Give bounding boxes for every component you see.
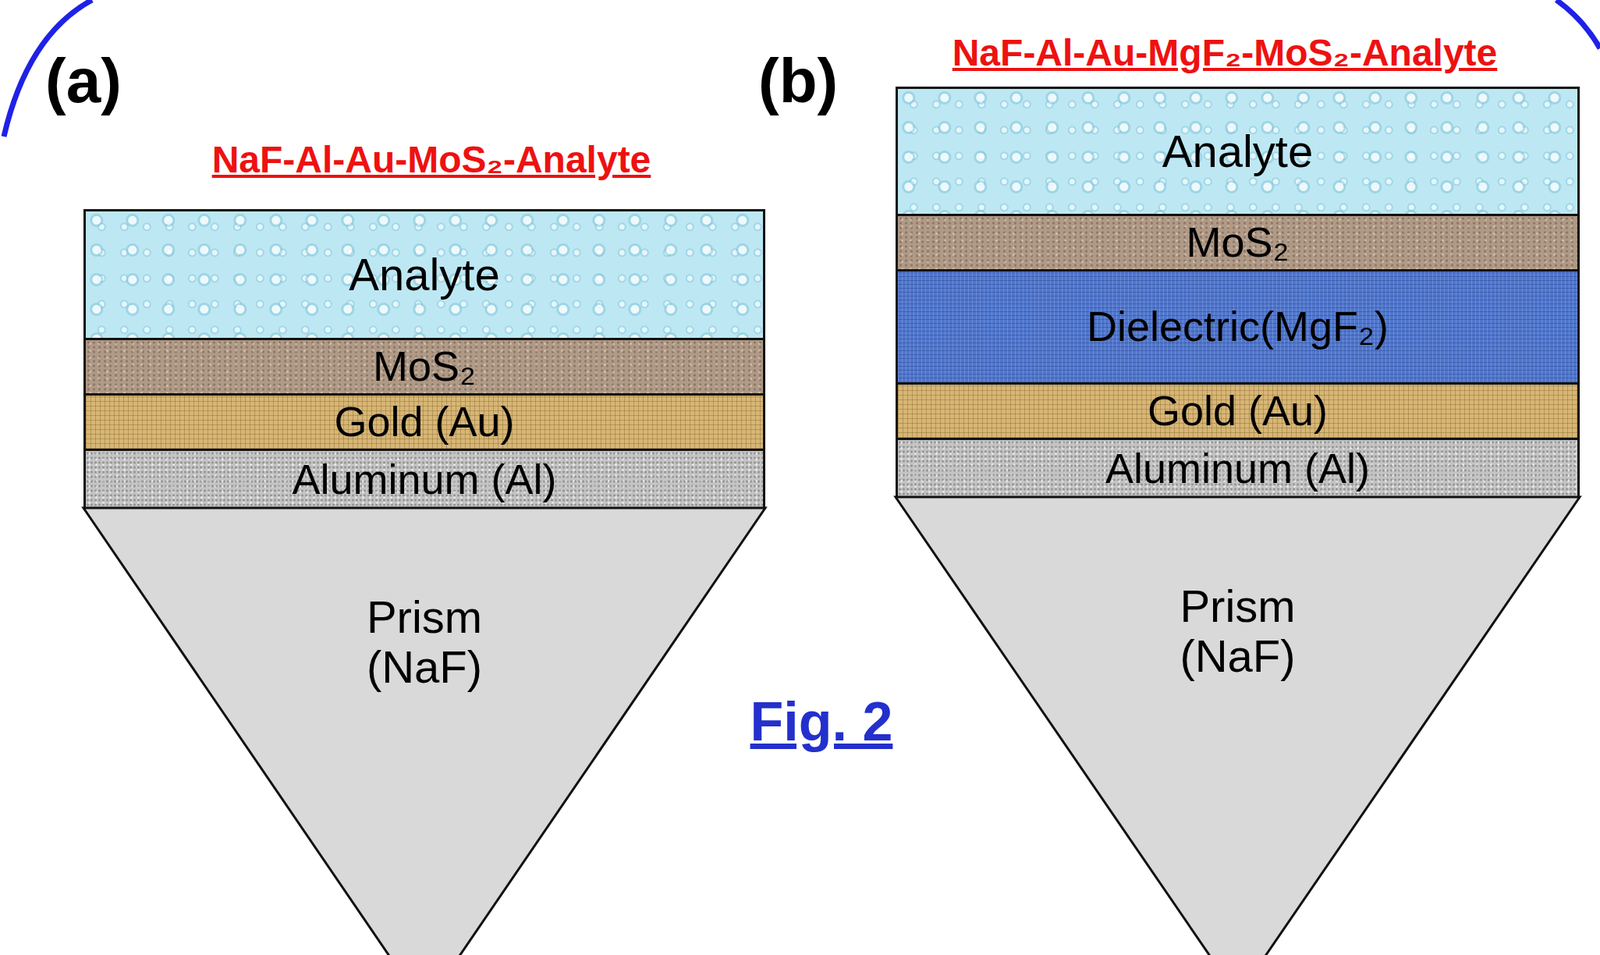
gold-layer: Gold (Au) — [895, 382, 1580, 440]
layer-label: Dielectric(MgF₂) — [1086, 303, 1389, 350]
layer-label: Aluminum (Al) — [291, 456, 557, 503]
panel-label: (a) — [45, 46, 122, 116]
layer-label: Gold (Au) — [333, 398, 515, 445]
layer-label: Aluminum (Al) — [1105, 445, 1370, 492]
panel-title: NaF-Al-Au-MgF₂-MoS₂-Analyte — [952, 32, 1498, 75]
layer-label: Gold (Au) — [1147, 387, 1328, 434]
dielectric-layer: Dielectric(MgF₂) — [895, 269, 1580, 385]
layer-label: MoS₂ — [372, 343, 476, 390]
prism-outline — [83, 507, 766, 955]
analyte-layer: Analyte — [83, 209, 766, 341]
prism: Prism (NaF) — [83, 507, 766, 955]
analyte-layer: Analyte — [895, 86, 1580, 217]
prism-label: Prism (NaF) — [307, 592, 542, 692]
aluminum-layer: Aluminum (Al) — [895, 437, 1580, 500]
aluminum-layer: Aluminum (Al) — [83, 448, 766, 511]
prism-shape — [83, 507, 766, 955]
layer-label: Analyte — [1162, 126, 1313, 177]
mos2-layer: MoS₂ — [895, 213, 1580, 272]
panel-label: (b) — [758, 46, 838, 116]
panel-title: NaF-Al-Au-MoS₂-Analyte — [212, 139, 652, 181]
prism-shape — [895, 496, 1580, 955]
frame-arc — [1556, 0, 1600, 49]
layer-label: Analyte — [348, 249, 500, 300]
figure-caption: Fig. 2 — [750, 691, 894, 753]
prism-label: Prism (NaF) — [1121, 581, 1356, 682]
gold-layer: Gold (Au) — [83, 393, 766, 451]
layer-label: MoS₂ — [1186, 219, 1290, 266]
prism: Prism (NaF) — [895, 496, 1580, 955]
mos2-layer: MoS₂ — [83, 337, 766, 396]
prism-outline — [895, 496, 1580, 955]
